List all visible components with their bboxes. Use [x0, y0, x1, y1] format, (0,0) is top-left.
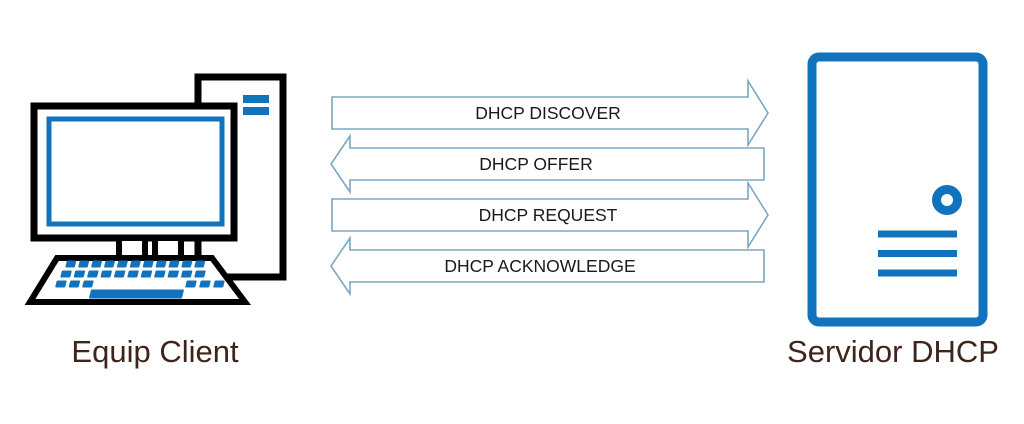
- keyboard-icon: [24, 255, 251, 305]
- server-icon: [807, 52, 988, 327]
- dhcp-request-arrow: DHCP REQUEST: [331, 180, 769, 250]
- server-vents-icon: [878, 230, 957, 277]
- dhcp-discover-label: DHCP DISCOVER: [475, 103, 621, 123]
- dhcp-request-label: DHCP REQUEST: [479, 205, 618, 225]
- server-label: Servidor DHCP: [787, 334, 999, 369]
- dhcp-offer-label: DHCP OFFER: [479, 154, 592, 174]
- server-power-button-icon: [932, 185, 962, 215]
- client-label: Equip Client: [71, 334, 239, 369]
- dhcp-message-arrows: DHCP DISCOVER DHCP OFFER DHCP REQUEST DH…: [330, 78, 769, 297]
- monitor-icon: [30, 102, 238, 242]
- dhcp-acknowledge-arrow: DHCP ACKNOWLEDGE: [330, 235, 765, 297]
- dhcp-discover-arrow: DHCP DISCOVER: [331, 78, 769, 148]
- dhcp-acknowledge-label: DHCP ACKNOWLEDGE: [444, 256, 635, 276]
- dhcp-offer-arrow: DHCP OFFER: [330, 133, 765, 195]
- spacebar-key-icon: [89, 289, 184, 299]
- client-computer-icon: [24, 73, 287, 305]
